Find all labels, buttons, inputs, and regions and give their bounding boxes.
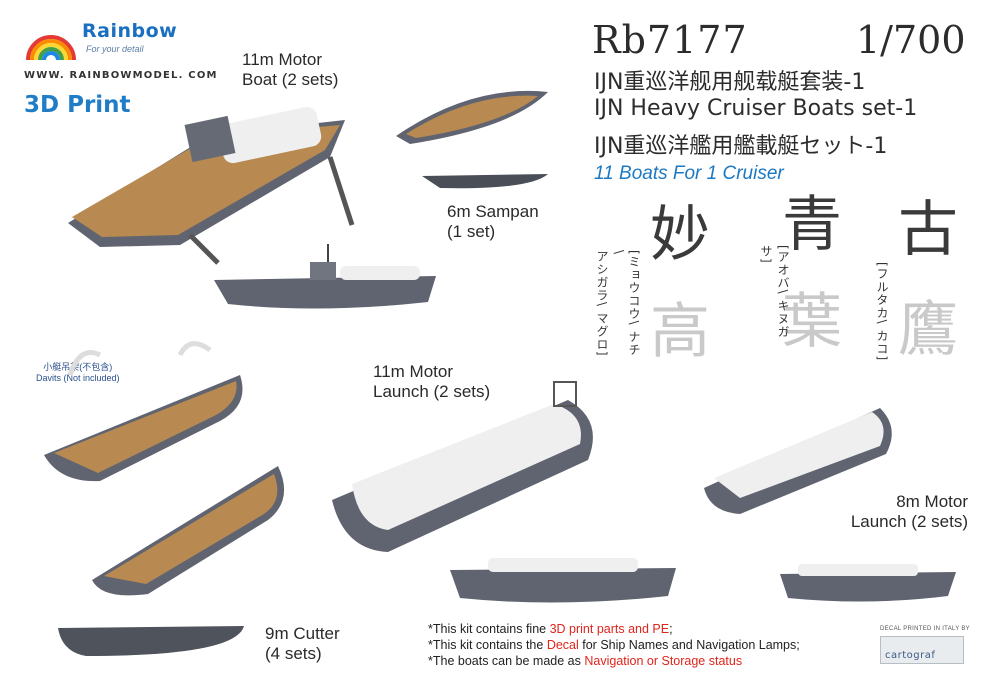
print-label: 3D Print: [24, 92, 131, 118]
title-chinese: IJN重巡洋舰用舰载艇套装-1: [594, 70, 866, 95]
kit-notes: *This kit contains fine 3D print parts a…: [428, 621, 800, 669]
cutter-9m-davits-image: [44, 341, 243, 482]
label-line: (4 sets): [265, 643, 322, 663]
note-highlight: 3D print parts and PE: [549, 622, 670, 636]
ship-name-myoko-top: 妙: [650, 200, 710, 270]
cutter-9m-side-image: [58, 626, 244, 656]
label-line: (1 set): [447, 221, 496, 241]
label-line: 11m Motor: [373, 362, 453, 381]
motor-launch-11m-side-image: [450, 558, 676, 603]
cutter-9m-image: [92, 466, 285, 596]
product-code: Rb7177: [592, 18, 748, 62]
note-line: *The boats can be made as Navigation or …: [428, 653, 800, 669]
boats-per-cruiser: 11 Boats For 1 Cruiser: [594, 163, 784, 185]
motor-launch-11m-image: [332, 381, 593, 552]
label-line: Launch (2 sets): [850, 511, 968, 531]
label-motor-launch-8m: 8m Motor Launch (2 sets): [836, 492, 968, 531]
brand-name: Rainbow: [82, 20, 178, 42]
motor-launch-8m-side-image: [780, 564, 956, 602]
title-japanese: IJN重巡洋艦用艦載艇セット-1: [594, 134, 888, 159]
label-line: Boat (2 sets): [242, 69, 339, 89]
sampan-6m-top-image: [396, 90, 548, 144]
ship-reading-myoko-b: アシガラ\ マグロ]: [595, 250, 609, 357]
label-line: Launch (2 sets): [373, 381, 491, 401]
note-text: for Ship Names and Navigation Lamps;: [578, 638, 800, 652]
ship-name-myoko-bottom: 高: [650, 297, 710, 367]
ship-name-aoba-bottom: 葉: [782, 287, 842, 357]
website-url: WWW. RAINBOWMODEL. COM: [24, 70, 218, 81]
product-scale: 1/700: [856, 18, 966, 62]
ship-reading-myoko-a: [ミョウコウ\ ナチ\: [612, 250, 641, 357]
label-cutter-9m: 9m Cutter (4 sets): [265, 624, 340, 663]
label-line: 8m Motor: [896, 492, 968, 511]
ship-name-aoba-top: 青: [782, 190, 842, 260]
motor-boat-11m-side-image: [214, 244, 436, 309]
label-line: 小艇吊架(不包含): [43, 362, 113, 372]
note-text: *This kit contains fine: [428, 622, 550, 636]
note-text: ;: [669, 622, 673, 636]
motor-launch-8m-image: [704, 408, 892, 514]
note-line: *This kit contains fine 3D print parts a…: [428, 621, 800, 637]
motor-boat-11m-deck-image: [68, 106, 355, 265]
ship-name-furutaka-top: 古: [898, 195, 958, 265]
label-line: 9m Cutter: [265, 624, 340, 643]
note-line: *This kit contains the Decal for Ship Na…: [428, 637, 800, 653]
decal-print-note: DECAL PRINTED IN ITALY BY: [880, 626, 970, 632]
label-line: Davits (Not included): [36, 372, 120, 383]
title-english: IJN Heavy Cruiser Boats set-1: [594, 96, 918, 121]
ship-name-furutaka-bottom: 鷹: [898, 295, 958, 365]
boats-text: Boats For 1 Cruiser: [619, 163, 784, 184]
boats-count: 11: [594, 163, 614, 184]
note-highlight: Decal: [546, 638, 579, 652]
label-line: 11m Motor: [242, 50, 322, 69]
label-line: 6m Sampan: [447, 202, 539, 221]
cartograf-badge: cartograf: [880, 636, 964, 664]
note-text: *The boats can be made as: [428, 654, 585, 668]
label-motor-launch-11m: 11m Motor Launch (2 sets): [373, 362, 490, 401]
note-text: *This kit contains the: [428, 638, 547, 652]
label-sampan-6m: 6m Sampan (1 set): [447, 202, 539, 241]
rainbow-logo-icon: [26, 35, 76, 61]
cartograf-brand: cartograf: [885, 650, 936, 661]
sampan-6m-side-image: [422, 174, 548, 189]
brand-tagline: For your detail: [86, 44, 144, 54]
label-motor-boat-11m: 11m Motor Boat (2 sets): [242, 50, 338, 89]
label-davits: 小艇吊架(不包含) Davits (Not included): [36, 362, 120, 384]
note-highlight: Navigation or Storage status: [584, 654, 743, 668]
ship-reading-furutaka: [フルタカ\ カコ]: [875, 262, 889, 362]
ship-reading-aoba: [アオバ\ キヌガサ]: [759, 245, 790, 339]
